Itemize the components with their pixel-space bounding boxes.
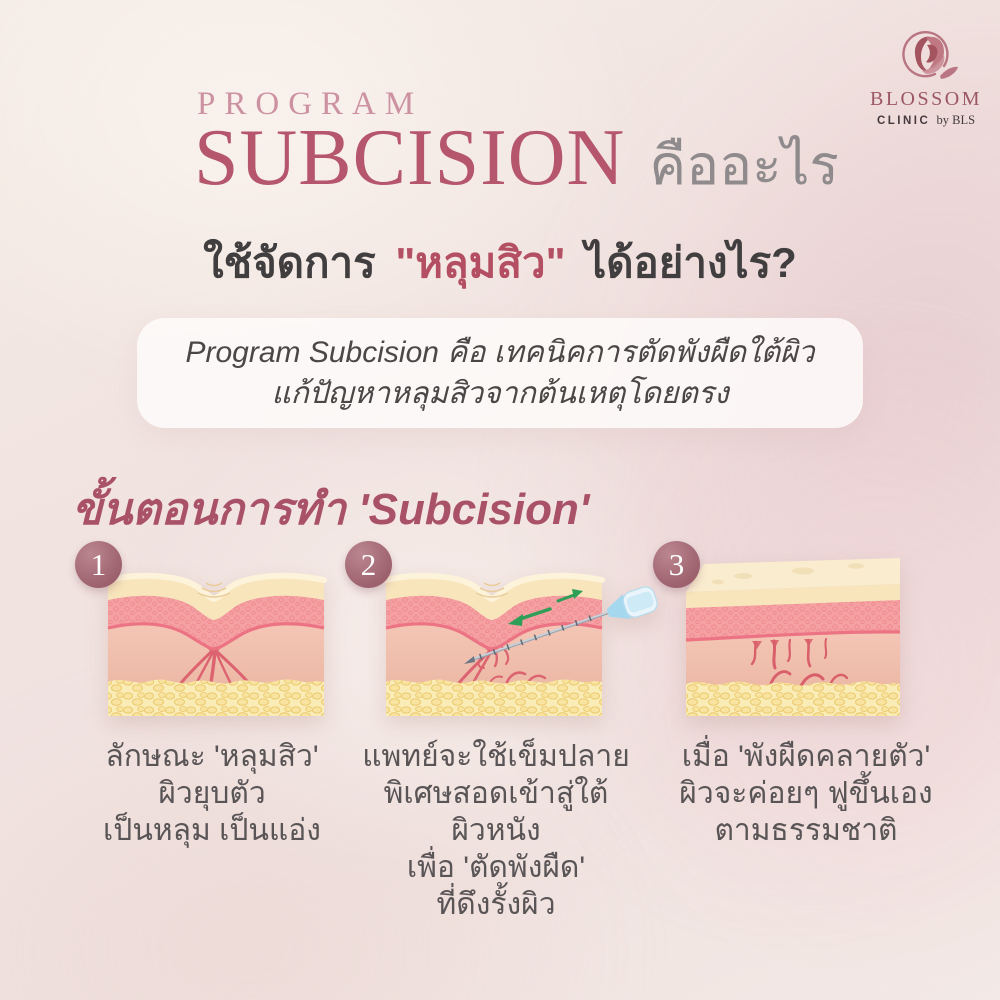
- page-title: SUBCISION คืออะไร: [194, 118, 839, 198]
- question-highlight: "หลุมสิว": [395, 239, 566, 286]
- brand-logo: BLOSSOM CLINIC by BLS: [858, 24, 994, 128]
- caption-line: เพื่อ 'ตัดพังผืด': [406, 851, 586, 884]
- caption-line: ผิวยุบตัว: [158, 777, 266, 810]
- step-1-badge: 1: [75, 541, 122, 588]
- caption-line: เมื่อ 'พังผืดคลายตัว': [681, 740, 931, 773]
- skin-diagram-step-1: [105, 572, 327, 716]
- description-box: Program Subcision คือ เทคนิคการตัดพังผืด…: [137, 318, 863, 428]
- caption-line: ตามธรรมชาติ: [714, 814, 898, 847]
- question-prefix: ใช้จัดการ: [203, 239, 376, 286]
- brand-by-label: by BLS: [936, 113, 976, 127]
- description-line-1: Program Subcision คือ เทคนิคการตัดพังผืด…: [185, 336, 815, 369]
- title-english: SUBCISION: [194, 114, 626, 202]
- question-suffix: ได้อย่างไร?: [585, 239, 797, 286]
- step-3-caption: เมื่อ 'พังผืดคลายตัว' ผิวจะค่อยๆ ฟูขึ้นเ…: [650, 738, 962, 849]
- step-1-caption: ลักษณะ 'หลุมสิว' ผิวยุบตัว เป็นหลุม เป็น…: [82, 738, 342, 849]
- steps-heading: ขั้นตอนการทำ 'Subcision': [72, 485, 590, 534]
- caption-line: ผิวจะค่อยๆ ฟูขึ้นเอง: [679, 777, 933, 810]
- step-2-badge: 2: [345, 541, 392, 588]
- brand-subtitle: CLINIC by BLS: [858, 113, 994, 128]
- brand-clinic-label: CLINIC: [876, 115, 931, 127]
- brand-name: BLOSSOM: [870, 88, 982, 110]
- rose-icon: [902, 31, 958, 79]
- step-2-caption: แพทย์จะใช้เข็มปลาย พิเศษสอดเข้าสู่ใต้ผิว…: [346, 738, 646, 923]
- motion-arrows: [508, 589, 583, 626]
- caption-line: เป็นหลุม เป็นแอ่ง: [103, 814, 321, 847]
- description-line-2: แก้ปัญหาหลุมสิวจากต้นเหตุโดยตรง: [271, 377, 729, 410]
- caption-line: พิเศษสอดเข้าสู่ใต้ผิวหนัง: [383, 777, 609, 847]
- program-eyebrow: PROGRAM: [197, 86, 424, 122]
- title-thai: คืออะไร: [649, 134, 839, 196]
- caption-line: แพทย์จะใช้เข็มปลาย: [362, 740, 630, 773]
- question-subtitle: ใช้จัดการ "หลุมสิว" ได้อย่างไร?: [0, 230, 1000, 296]
- step-3-badge: 3: [653, 541, 700, 588]
- caption-line: ลักษณะ 'หลุมสิว': [105, 740, 319, 773]
- skin-diagram-step-3: [685, 558, 901, 716]
- skin-diagram-step-2: [383, 572, 658, 716]
- subcision-needle: [464, 586, 658, 664]
- caption-line: ที่ดึงรั้งผิว: [436, 888, 556, 921]
